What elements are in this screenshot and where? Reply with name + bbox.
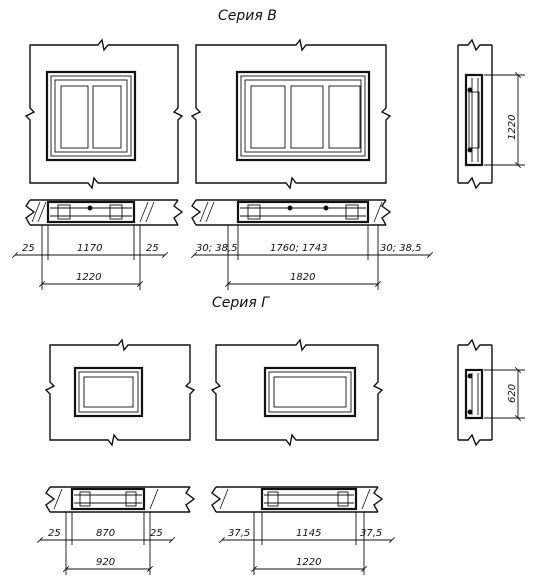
series-b-right-total: 1820 [290, 272, 315, 283]
series-b-left-margin-r: 25 [146, 243, 159, 254]
series-b-left-margin: 25 [22, 243, 35, 254]
series-g-title: Серия Г [212, 295, 270, 311]
series-b-plan-large [191, 199, 392, 226]
series-g-left-margin: 25 [48, 528, 61, 539]
series-b-height-dim: 1220 [507, 115, 518, 140]
series-g-elevation-large [210, 338, 384, 447]
series-b-plan-small [25, 199, 184, 226]
series-g-right-margin: 37,5 [228, 528, 250, 539]
series-b-elevation-small [24, 38, 184, 190]
series-b-side-section [457, 38, 525, 190]
series-g-elevation-small [44, 338, 196, 447]
series-b-left-total: 1220 [76, 272, 101, 283]
series-g-dims-small [36, 512, 176, 575]
series-b-dims-large [190, 225, 434, 290]
series-b-left-inner: 1170 [77, 243, 102, 254]
series-g-side-section [457, 338, 525, 447]
series-b-elevation-large [190, 38, 392, 190]
series-g-height-dim: 620 [507, 384, 518, 403]
series-g-left-total: 920 [96, 557, 115, 568]
series-b-title: Серия В [218, 8, 277, 24]
series-g-plan-small [45, 486, 196, 513]
series-g-right-total: 1220 [296, 557, 321, 568]
series-b-right-margin-r: 30; 38,5 [380, 243, 422, 254]
series-g-dims-large [218, 512, 396, 575]
series-g-plan-large [211, 486, 384, 513]
series-b-right-inner: 1760; 1743 [270, 243, 327, 254]
series-g-right-margin-r: 37,5 [360, 528, 382, 539]
series-g-left-margin-r: 25 [150, 528, 163, 539]
series-b-dims-small [11, 225, 169, 290]
series-b-right-margin: 30; 38,5 [196, 243, 238, 254]
series-g-right-inner: 1145 [296, 528, 321, 539]
series-g-left-inner: 870 [96, 528, 115, 539]
